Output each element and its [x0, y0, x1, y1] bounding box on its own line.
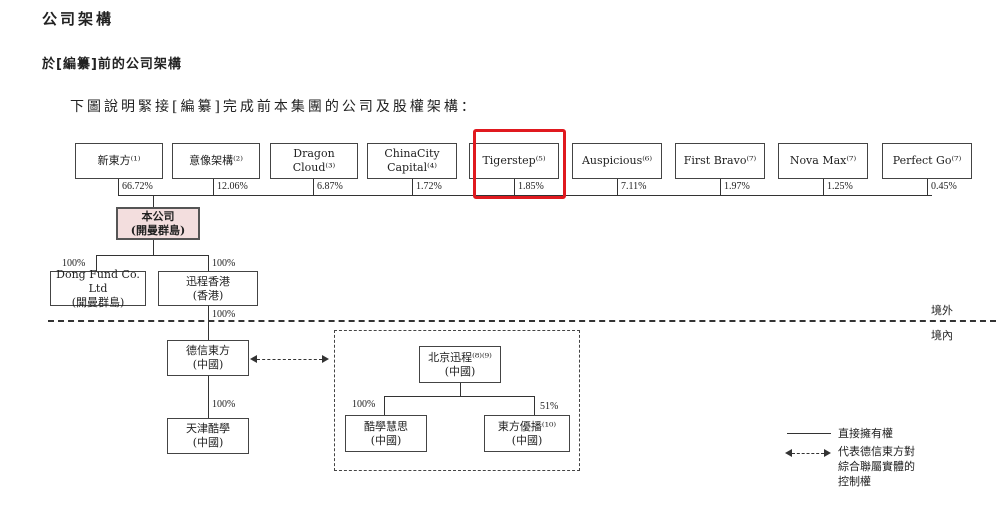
tianjin-pct: 100%: [212, 399, 236, 410]
shareholder-box-nova-max: Nova Max⁽⁷⁾: [778, 143, 868, 179]
shareholder-pct: 6.87%: [317, 181, 343, 192]
legend-arrow-right-icon: [824, 449, 831, 457]
shareholder-pct: 1.97%: [724, 181, 750, 192]
connector: [927, 179, 928, 195]
connector: [514, 179, 515, 195]
shareholder-pct: 7.11%: [621, 181, 647, 192]
shareholder-pct: 0.45%: [931, 181, 957, 192]
tianjin-box: 天津酷學 (中國): [167, 418, 249, 454]
connector: [208, 255, 209, 271]
connector: [118, 179, 119, 195]
connector: [384, 396, 534, 397]
onshore-label: 境內: [931, 329, 953, 342]
legend-arrow-left-icon: [785, 449, 792, 457]
section-subtitle: 於[編纂]前的公司架構: [42, 57, 182, 72]
connector: [412, 179, 413, 195]
dexin-pct: 100%: [212, 309, 236, 320]
shareholder-connector-line: [118, 195, 932, 196]
connector: [617, 179, 618, 195]
connector: [460, 383, 461, 396]
youbo-box: 東方優播⁽¹⁰⁾ (中國): [484, 415, 570, 452]
shareholder-box-perfect-go: Perfect Go⁽⁷⁾: [882, 143, 972, 179]
youbo-pct: 51%: [540, 401, 559, 412]
offshore-onshore-divider: [48, 320, 996, 322]
connector: [96, 255, 208, 256]
shareholder-pct: 1.72%: [416, 181, 442, 192]
connector: [208, 306, 209, 340]
shareholder-box-dragon-cloud: Dragon Cloud⁽³⁾: [270, 143, 358, 179]
dexin-box: 德信東方 (中國): [167, 340, 249, 376]
connector: [823, 179, 824, 195]
connector: [208, 376, 209, 418]
shareholder-box-auspicious: Auspicious⁽⁶⁾: [572, 143, 662, 179]
connector: [213, 179, 214, 195]
legend-direct-line: [787, 433, 831, 434]
shareholder-pct: 66.72%: [122, 181, 153, 192]
intro-text: 下圖說明緊接[編纂]完成前本集團的公司及股權架構：: [70, 99, 478, 115]
connector: [384, 396, 385, 415]
xuncheng-hk-box: 迅程香港 (香港): [158, 271, 258, 306]
legend-direct-text: 直接擁有權: [838, 427, 893, 440]
control-arrow-right-icon: [322, 355, 329, 363]
shareholder-box-tigerstep: Tigerstep⁽⁵⁾: [469, 143, 559, 179]
section-title: 公司架構: [42, 10, 115, 28]
shareholder-box-first-bravo: First Bravo⁽⁷⁾: [675, 143, 765, 179]
shareholder-pct: 1.85%: [518, 181, 544, 192]
kuxue-box: 酷學慧思 (中國): [345, 415, 427, 452]
control-arrow-left-icon: [250, 355, 257, 363]
legend-control-text: 代表德信東方對 綜合聯屬實體的 控制權: [838, 445, 915, 488]
connector: [153, 240, 154, 255]
connector: [534, 396, 535, 415]
consolidated-entities-group: [334, 330, 580, 471]
beijing-xuncheng-box: 北京迅程⁽⁸⁾⁽⁹⁾ (中國): [419, 346, 501, 383]
dong-fund-pct: 100%: [62, 258, 86, 269]
dong-fund-box: Dong Fund Co. Ltd (開曼群島): [50, 268, 146, 309]
shareholder-box-chinacity: ChinaCity Capital⁽⁴⁾: [367, 143, 457, 179]
shareholder-box-yixiang: 意像架構⁽²⁾: [172, 143, 260, 179]
shareholder-box-xindongfang: 新東方⁽¹⁾: [75, 143, 163, 179]
tigerstep-highlight: [473, 129, 566, 199]
offshore-label: 境外: [931, 304, 953, 317]
connector: [720, 179, 721, 195]
company-box: 本公司 (開曼群島): [116, 207, 200, 240]
control-arrow-line: [257, 359, 322, 360]
connector: [313, 179, 314, 195]
legend-control-line: [792, 453, 824, 454]
shareholder-pct: 12.06%: [217, 181, 248, 192]
connector: [96, 255, 97, 271]
shareholder-pct: 1.25%: [827, 181, 853, 192]
xuncheng-hk-pct: 100%: [212, 258, 236, 269]
connector: [153, 195, 154, 207]
kuxue-pct: 100%: [352, 399, 376, 410]
